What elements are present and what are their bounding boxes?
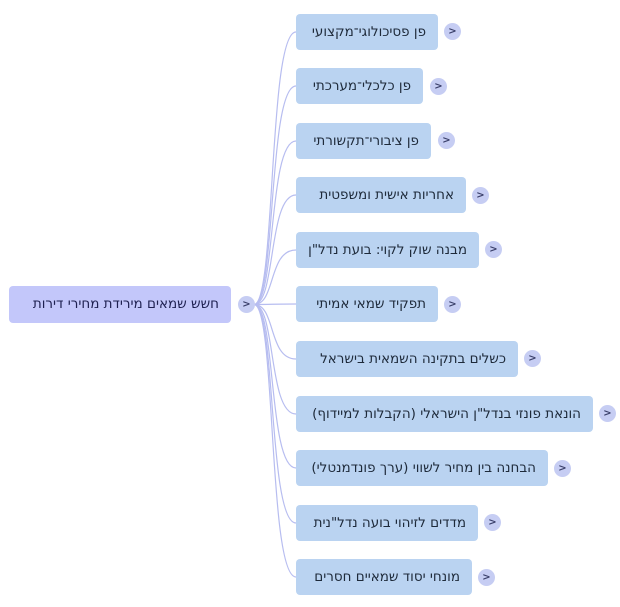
connector-8	[253, 303, 297, 469]
child-toggle-bubble-indicators[interactable]: >	[484, 514, 501, 531]
child-node-appraiser-role[interactable]: תפקיד שמאי אמיתי	[296, 286, 438, 322]
child-toggle-economic[interactable]: >	[430, 78, 447, 95]
connector-0	[253, 31, 297, 306]
child-toggle-appraiser-role[interactable]: >	[444, 296, 461, 313]
child-toggle-standards-failures[interactable]: >	[524, 350, 541, 367]
connector-3	[253, 194, 297, 306]
child-node-economic[interactable]: פן כלכלי־מערכתי	[296, 68, 423, 104]
connector-9	[253, 303, 297, 524]
child-toggle-price-vs-value[interactable]: >	[554, 460, 571, 477]
child-node-liability[interactable]: אחריות אישית ומשפטית	[296, 177, 466, 213]
child-node-market-structure[interactable]: מבנה שוק לקוי: בועת נדל"ן	[296, 232, 479, 268]
connector-5	[253, 303, 297, 306]
connector-1	[253, 85, 297, 306]
connector-4	[253, 249, 297, 306]
child-toggle-liability[interactable]: >	[472, 187, 489, 204]
child-node-missing-terms[interactable]: מונחי יסוד שמאיים חסרים	[296, 559, 472, 595]
child-toggle-ponzi[interactable]: >	[599, 405, 616, 422]
child-toggle-missing-terms[interactable]: >	[478, 569, 495, 586]
child-node-bubble-indicators[interactable]: מדדים לזיהוי בועה נדל"נית	[296, 505, 478, 541]
child-node-price-vs-value[interactable]: הבחנה בין מחיר לשווי (ערך פונדמנטלי)	[296, 450, 548, 486]
root-node[interactable]: חשש שמאים מירידת מחירי דירות	[9, 286, 231, 323]
child-toggle-public[interactable]: >	[438, 132, 455, 149]
child-node-standards-failures[interactable]: כשלים בתקינה השמאית בישראל	[296, 341, 518, 377]
connector-7	[253, 303, 297, 415]
child-toggle-psychological[interactable]: >	[444, 23, 461, 40]
connector-10	[253, 303, 297, 578]
child-node-ponzi[interactable]: הונאת פונזי בנדל"ן הישראלי (הקבלות למייד…	[296, 396, 593, 432]
root-collapse-toggle[interactable]: >	[238, 296, 255, 313]
child-node-psychological[interactable]: פן פסיכולוגי־מקצועי	[296, 14, 438, 50]
child-node-public[interactable]: פן ציבורי־תקשורתי	[296, 123, 431, 159]
connector-2	[253, 140, 297, 306]
child-toggle-market-structure[interactable]: >	[485, 241, 502, 258]
connector-6	[253, 303, 297, 360]
